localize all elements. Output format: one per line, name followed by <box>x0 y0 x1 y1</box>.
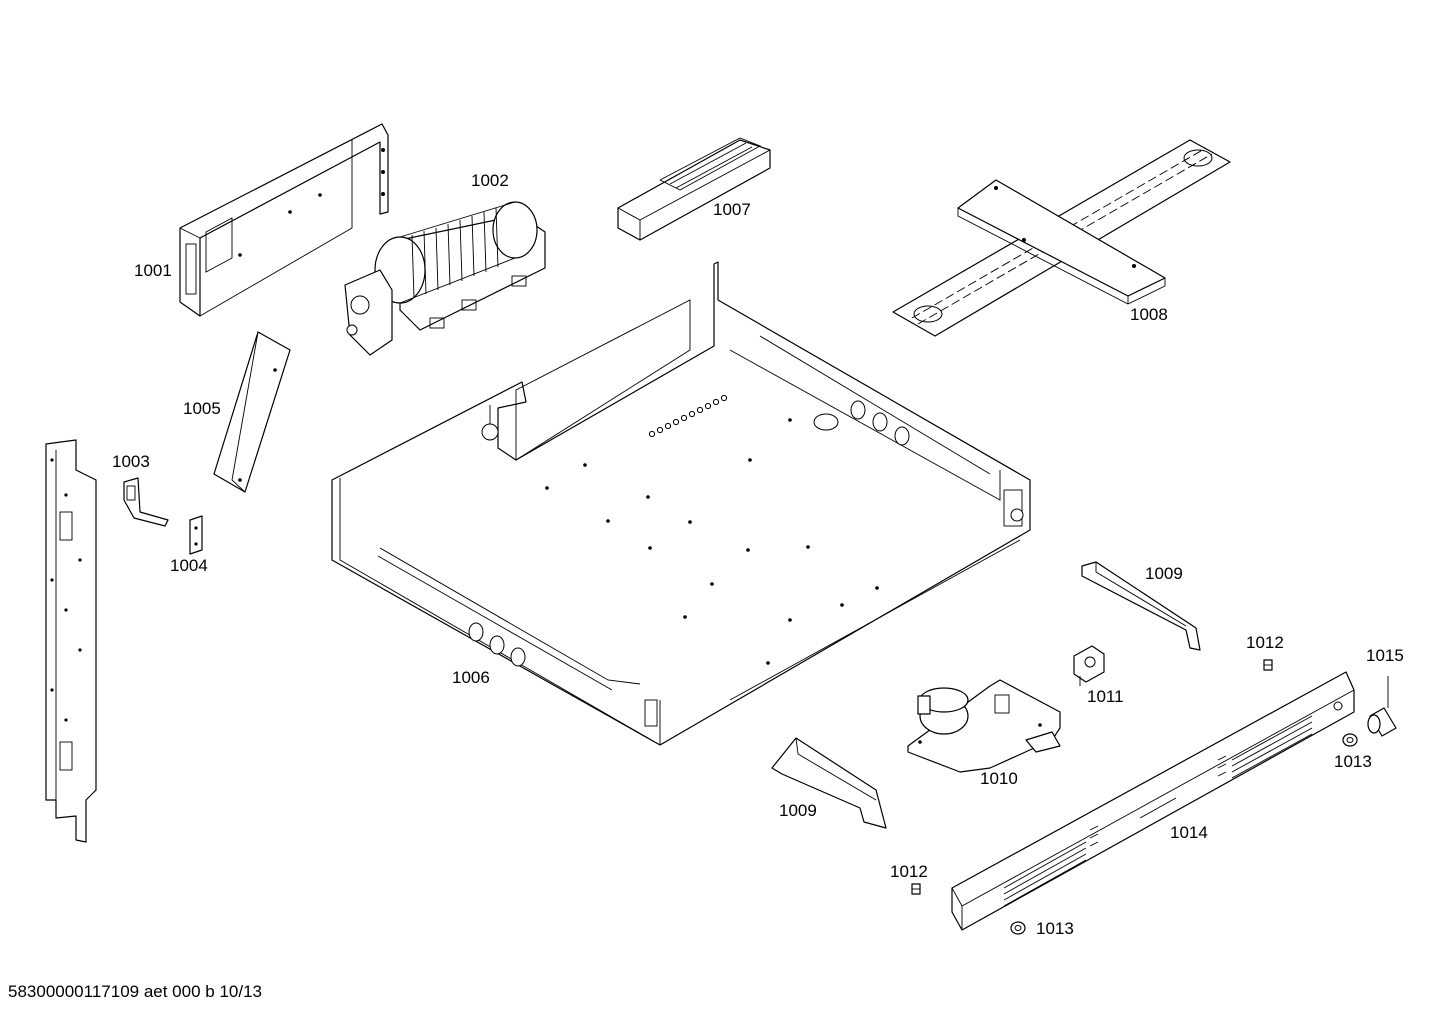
part-1008-cross-rails <box>892 139 1231 337</box>
part-side-rail <box>45 439 97 843</box>
part-1001-bracket <box>179 123 389 317</box>
part-1009-bracket-upper <box>1081 561 1201 651</box>
callout-1011: 1011 <box>1087 687 1124 706</box>
part-1013-grommet-lower <box>1010 921 1026 935</box>
callout-1005: 1005 <box>183 399 221 418</box>
part-1013-grommet-upper <box>1342 733 1358 747</box>
callout-1003: 1003 <box>112 452 150 471</box>
callout-1009-lower: 1009 <box>779 801 817 820</box>
callout-1010: 1010 <box>980 769 1018 788</box>
callout-1014: 1014 <box>1170 823 1208 842</box>
callout-1001: 1001 <box>134 261 172 280</box>
part-1009-bracket-lower <box>771 737 887 829</box>
callout-1012-lower: 1012 <box>890 862 928 881</box>
part-1006-base-pan <box>331 261 1031 746</box>
part-1003-clip <box>123 477 169 527</box>
callout-1008: 1008 <box>1130 305 1168 324</box>
part-1012-screw-upper <box>1263 659 1273 671</box>
callout-1009-upper: 1009 <box>1145 564 1183 583</box>
callout-1006: 1006 <box>452 668 490 687</box>
callout-1015: 1015 <box>1366 646 1404 665</box>
callout-1013-upper: 1013 <box>1334 752 1372 771</box>
callout-1002: 1002 <box>471 171 509 190</box>
part-1004-plate <box>189 515 203 555</box>
callout-1013-lower: 1013 <box>1036 919 1074 938</box>
part-1010-heater-assembly <box>907 679 1061 773</box>
part-1002-tangential-fan <box>344 201 546 356</box>
part-1011-thermostat <box>1073 645 1105 686</box>
callout-1004: 1004 <box>170 556 208 575</box>
part-1007-module <box>617 137 771 241</box>
document-reference: 58300000117109 aet 000 b 10/13 <box>8 982 262 1001</box>
part-1012-screw-lower <box>911 883 921 895</box>
callout-1007: 1007 <box>713 200 751 219</box>
part-1005-angle-strip <box>213 331 291 493</box>
callout-1012-upper: 1012 <box>1246 633 1284 652</box>
part-1014-front-grille <box>951 671 1355 931</box>
part-1015-knob <box>1367 676 1397 737</box>
